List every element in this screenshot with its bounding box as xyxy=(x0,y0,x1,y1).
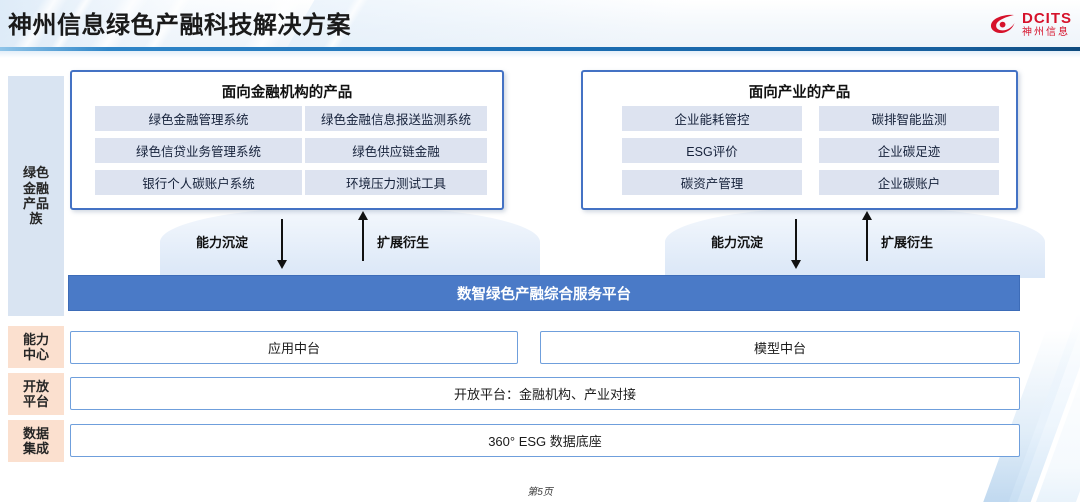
brand-logo: DCITS 神州信息 xyxy=(989,8,1072,40)
dcits-swirl-icon xyxy=(989,12,1017,36)
header-divider xyxy=(0,47,1080,51)
product-tile[interactable]: 绿色金融信息报送监测系统 xyxy=(305,106,487,131)
panel-title-1: 面向产业的产品 xyxy=(748,85,851,101)
sidebar-label-0: 绿色 金融 产品 族 xyxy=(22,165,49,227)
page-number: 第5页 xyxy=(527,487,553,498)
product-tile[interactable]: 绿色信贷业务管理系统 xyxy=(95,138,302,163)
header-divider-glow xyxy=(0,51,1080,58)
product-tile[interactable]: 绿色供应链金融 xyxy=(305,138,487,163)
product-tile[interactable]: 企业碳足迹 xyxy=(819,138,999,163)
sidebar-item-capability-center[interactable]: 能力 中心 xyxy=(8,326,64,368)
product-tile[interactable]: 绿色金融管理系统 xyxy=(95,106,302,131)
sidebar-item-data-integration[interactable]: 数据 集成 xyxy=(8,420,64,462)
product-tile[interactable]: 碳资产管理 xyxy=(622,170,802,195)
flow-label-left-down: 能力沉淀 xyxy=(196,235,249,250)
brand-logo-text: DCITS 神州信息 xyxy=(1022,11,1072,38)
sidebar-label-1: 能力 中心 xyxy=(22,331,49,362)
platform-bar[interactable]: 数智绿色产融综合服务平台 xyxy=(68,275,1020,311)
product-tile[interactable]: 环境压力测试工具 xyxy=(305,170,487,195)
flow-label-right-down: 能力沉淀 xyxy=(711,235,764,250)
capability-left-box[interactable]: 应用中台 xyxy=(70,331,518,364)
product-tile[interactable]: 银行个人碳账户系统 xyxy=(95,170,302,195)
page-title: 神州信息绿色产融科技解决方案 xyxy=(8,12,351,39)
panel-title-0: 面向金融机构的产品 xyxy=(221,85,353,101)
arrow-up-right xyxy=(862,211,872,261)
open-platform-box[interactable]: 开放平台：金融机构、产业对接 xyxy=(70,377,1020,410)
flow-label-left-up: 扩展衍生 xyxy=(377,235,430,250)
product-tile[interactable]: 碳排智能监测 xyxy=(819,106,999,131)
panel-industry-products[interactable]: 面向产业的产品 企业能耗管控 碳排智能监测 ESG评价 企业碳足迹 碳资产管理 … xyxy=(581,70,1018,210)
brand-name-cn: 神州信息 xyxy=(1022,26,1070,38)
flow-label-right-up: 扩展衍生 xyxy=(881,235,934,250)
data-layer-box[interactable]: 360° ESG 数据底座 xyxy=(70,424,1020,457)
sidebar-item-open-platform[interactable]: 开放 平台 xyxy=(8,373,64,415)
product-tile[interactable]: 企业能耗管控 xyxy=(622,106,802,131)
slide-header xyxy=(0,0,1080,48)
sidebar-label-3: 数据 集成 xyxy=(22,425,49,456)
sidebar-item-green-finance-product-family[interactable]: 绿色 金融 产品 族 xyxy=(8,76,64,316)
product-tile[interactable]: ESG评价 xyxy=(622,138,802,163)
flow-arc-right xyxy=(665,206,1045,278)
panel-financial-institution-products[interactable]: 面向金融机构的产品 绿色金融管理系统 绿色金融信息报送监测系统 绿色信贷业务管理… xyxy=(70,70,504,210)
brand-name-en: DCITS xyxy=(1022,9,1072,27)
product-tile[interactable]: 企业碳账户 xyxy=(819,170,999,195)
arrow-down-left xyxy=(277,219,287,269)
sidebar-label-2: 开放 平台 xyxy=(22,378,49,409)
arrow-up-left xyxy=(358,211,368,261)
arrow-down-right xyxy=(791,219,801,269)
capability-right-box[interactable]: 模型中台 xyxy=(540,331,1020,364)
flow-arc-left xyxy=(160,206,540,278)
